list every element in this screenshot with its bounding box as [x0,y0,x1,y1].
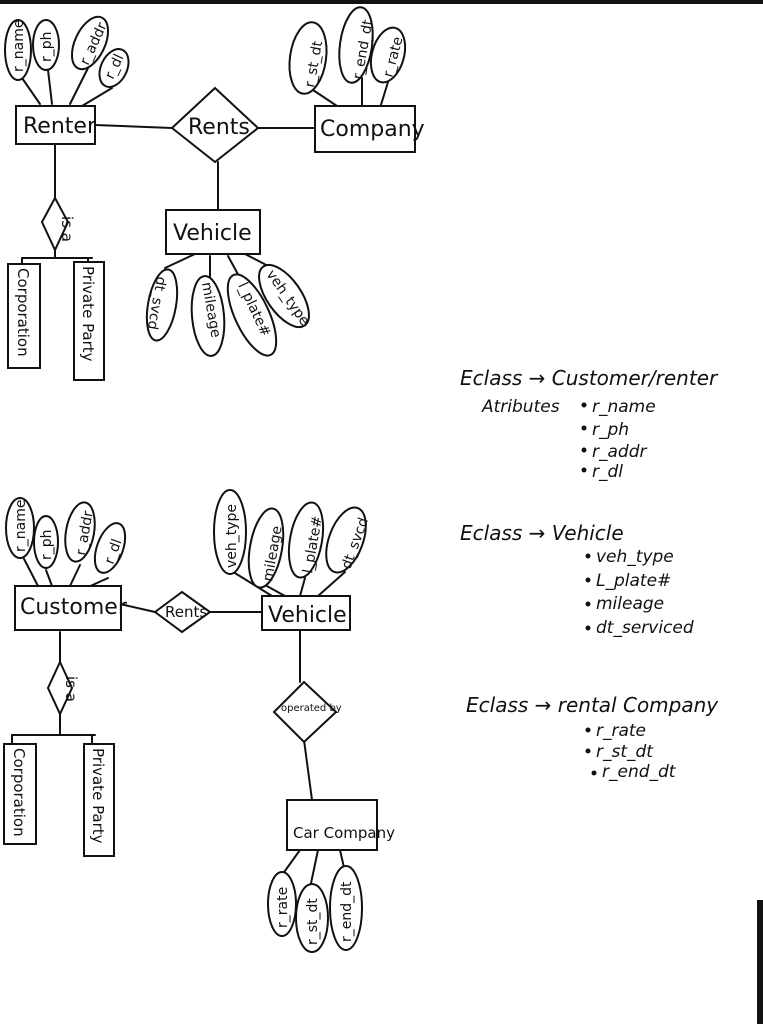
entity-customer: Customer [14,585,128,631]
renter-attr-r-name-label: r_name [11,20,27,72]
vehicle2-attr-veh-type: veh_type [213,489,247,575]
company2-attr-r-rate: r_rate [267,871,297,937]
entity-renter: Renter [15,105,97,145]
note-vehicle-item: L_plate# [596,571,671,591]
note-customer-item: r_dl [592,462,623,482]
entity-corporation-2-label: Corporation [10,748,28,837]
note-rental-item: r_end_dt [602,762,677,782]
notes-vehicle: Eclass → Vehicle veh_type L_plate# milea… [460,521,694,638]
entity-vehicle-label: Vehicle [173,221,252,246]
note-customer-item: r_ph [592,420,629,440]
entity-corporation: Corporation [7,263,41,369]
entity-car-company-label: Car Company [293,824,395,842]
vehicle2-attr-veh-type-label: veh_type [224,504,240,568]
note-customer-item: r_addr [592,442,647,462]
relationship-operated-by: operated by [272,680,342,744]
note-customer-heading: Eclass → Customer/renter [460,366,719,390]
vehicle2-attr-mileage: mileage [247,507,286,589]
entity-vehicle-2: Vehicle [261,595,351,631]
customer-attr-r-addr-label: r_addr [73,509,97,556]
vehicle2-attr-dt-svcd: dt_svcd [325,506,372,574]
company2-attr-r-st-dt-label: r_st_dt [305,898,321,945]
entity-renter-label: Renter [23,114,97,139]
entity-vehicle: Vehicle [165,209,261,255]
customer-attr-r-ph: r_ph [33,515,59,569]
entity-private-party-label: Private Party [79,266,97,362]
note-rental-heading: Eclass → rental Company [466,693,719,717]
note-vehicle-item: dt_serviced [596,618,694,638]
relationship-isa-label: is a [58,216,76,242]
entity-vehicle-2-label: Vehicle [268,603,347,628]
entity-private-party-2-label: Private Party [89,748,107,844]
company2-attr-r-end-dt: r_end_dt [329,865,363,951]
customer-attr-r-name: r_name [5,497,35,559]
diagram-2: r_name r_ph r_addr r_dl Customer Rents v… [3,489,395,953]
customer-attr-r-dl: r_dl [93,522,127,574]
note-rental-item: r_rate [596,721,646,741]
entity-corporation-2: Corporation [3,743,37,845]
relationship-isa-2: is a [46,659,80,717]
top-edge-shadow [0,0,763,4]
notes-customer: Eclass → Customer/renter Atributes r_nam… [460,366,719,482]
note-vehicle-heading: Eclass → Vehicle [460,521,624,545]
company2-attr-r-rate-label: r_rate [275,887,291,928]
note-vehicle-item: mileage [596,594,664,614]
notes-rental: Eclass → rental Company r_rate r_st_dt r… [466,693,719,782]
note-customer-sub: Atributes [481,397,560,417]
entity-car-company: Car Company [286,799,395,851]
renter-attr-r-name: r_name [4,19,32,81]
entity-company: Company [314,105,425,153]
entity-private-party-2: Private Party [83,743,115,857]
relationship-operated-by-label: operated by [281,703,342,714]
company2-attr-r-st-dt: r_st_dt [295,883,329,953]
note-rental-item: r_st_dt [596,742,654,762]
renter-attr-r-ph-label: r_ph [39,31,55,62]
entity-customer-label: Customer [20,595,128,620]
vehicle-attr-dt-svcd: dt_svcd [144,268,179,342]
customer-attr-r-addr: r_addr [64,501,97,563]
note-vehicle-item: veh_type [596,547,674,567]
company-attr-r-end-dt: r_end_dt [338,6,377,84]
relationship-isa: is a [40,195,76,253]
relationship-isa-2-label: is a [62,676,80,702]
diagram-1: r_name r_ph r_addr r_dl r_st_dt r_end_dt… [4,6,425,381]
relationship-rents-2: Rents [153,590,212,634]
entity-private-party: Private Party [73,261,105,381]
entity-company-label: Company [320,117,425,142]
customer-attr-r-name-label: r_name [13,500,29,552]
relationship-rents: Rents [170,86,260,164]
vehicle2-attr-l-plate: l_plate# [287,501,326,579]
relationship-rents-label: Rents [188,115,250,140]
vehicle-attr-mileage: mileage [190,275,226,357]
relationship-rents-2-label: Rents [165,603,207,621]
right-edge-shadow [757,900,763,1024]
note-customer-item: r_name [592,397,656,417]
company-attr-r-st-dt: r_st_dt [288,21,328,95]
renter-attr-r-addr: r_addr [70,15,111,71]
renter-attr-r-ph: r_ph [32,19,60,71]
entity-corporation-label: Corporation [14,268,32,357]
company2-attr-r-end-dt-label: r_end_dt [339,881,355,942]
customer-attr-r-ph-label: r_ph [39,529,55,560]
renter-attr-r-dl: r_dl [98,48,130,88]
